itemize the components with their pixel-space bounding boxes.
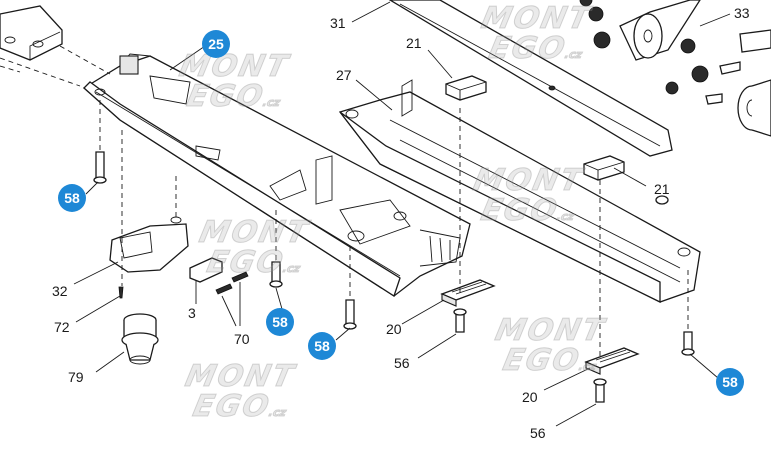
badge-58-lower: 58 bbox=[308, 332, 336, 360]
callout-56-a: 56 bbox=[394, 355, 410, 371]
callout-21-bottom: 21 bbox=[654, 181, 670, 197]
callout-32: 32 bbox=[52, 283, 68, 299]
slider-20-b bbox=[584, 347, 640, 375]
rail-assembly bbox=[388, 0, 673, 157]
badge-58-right: 58 bbox=[716, 368, 744, 396]
partial-part-top-left bbox=[0, 5, 81, 87]
pins-70 bbox=[215, 271, 249, 295]
badge-25: 25 bbox=[202, 30, 230, 58]
screw-72 bbox=[118, 286, 124, 299]
callout-79: 79 bbox=[68, 369, 84, 385]
screws-58 bbox=[93, 151, 695, 356]
assembly-lines bbox=[59, 45, 689, 360]
callout-33: 33 bbox=[734, 5, 750, 21]
callout-3: 3 bbox=[188, 305, 196, 321]
block-21-bottom bbox=[583, 155, 625, 181]
callout-27: 27 bbox=[336, 67, 352, 83]
callout-70: 70 bbox=[234, 331, 250, 347]
gear-set bbox=[579, 0, 771, 205]
screws-56 bbox=[453, 308, 607, 403]
leader-lines bbox=[73, 1, 731, 427]
block-21-top bbox=[445, 75, 487, 101]
slider-20-a bbox=[440, 279, 496, 307]
badge-58-left: 58 bbox=[58, 184, 86, 212]
clip-3 bbox=[189, 257, 223, 283]
second-housing bbox=[338, 79, 701, 304]
badge-58-center: 58 bbox=[266, 308, 294, 336]
callout-20-b: 20 bbox=[522, 389, 538, 405]
callout-31: 31 bbox=[330, 15, 346, 31]
end-cover-32 bbox=[109, 216, 189, 273]
callout-21-top: 21 bbox=[406, 35, 422, 51]
callout-72: 72 bbox=[54, 319, 70, 335]
callout-56-b: 56 bbox=[530, 425, 546, 441]
callout-20-a: 20 bbox=[386, 321, 402, 337]
bushing-79 bbox=[121, 313, 159, 365]
main-housing bbox=[82, 53, 471, 297]
